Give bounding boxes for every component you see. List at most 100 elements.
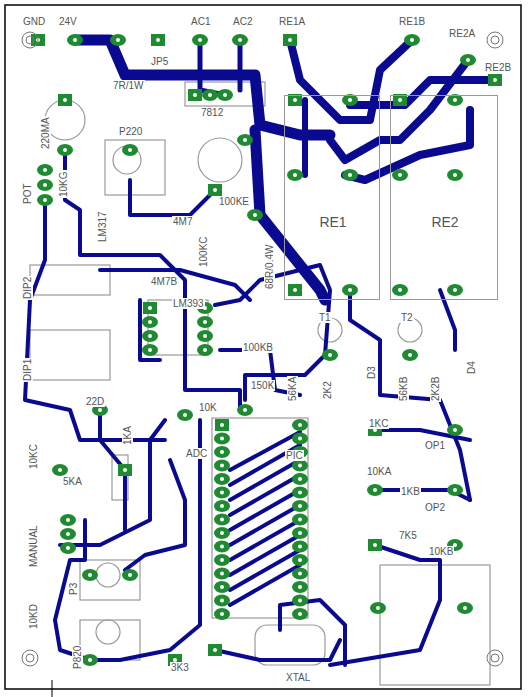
- drill-hole: [373, 543, 377, 547]
- drill-hole: [88, 658, 92, 662]
- drill-hole: [463, 606, 467, 610]
- pad: [342, 169, 358, 181]
- pad: [118, 464, 132, 476]
- drill-hole: [293, 98, 297, 102]
- silkscreen-label: 68R/0.4W: [264, 244, 275, 290]
- pad: [110, 34, 126, 46]
- pad: [143, 302, 157, 314]
- drill-hole: [183, 413, 187, 417]
- pad: [392, 169, 408, 181]
- silkscreen-label: 100KC: [198, 235, 209, 268]
- drill-hole: [220, 437, 224, 441]
- drill-hole: [398, 173, 402, 177]
- silkscreen-label: 100KB: [242, 342, 274, 353]
- drill-hole: [220, 423, 224, 427]
- drill-hole: [348, 288, 352, 292]
- drill-hole: [298, 545, 302, 549]
- drill-hole: [220, 518, 224, 522]
- drill-hole: [298, 585, 302, 589]
- silkscreen-label: JP5: [150, 56, 169, 67]
- silkscreen-label: 10KC: [28, 443, 39, 470]
- drill-hole: [398, 288, 402, 292]
- pad: [208, 184, 222, 196]
- pad: [82, 654, 98, 666]
- drill-hole: [148, 334, 152, 338]
- silkscreen-label: RE1B: [398, 16, 426, 27]
- pad: [217, 89, 233, 101]
- pad: [370, 602, 386, 614]
- pad: [247, 209, 263, 221]
- drill-hole: [148, 306, 152, 310]
- drill-hole: [203, 320, 207, 324]
- silkscreen-label: LM393: [172, 298, 205, 309]
- silkscreen-label: 56KA: [287, 376, 298, 402]
- drill-hole: [410, 38, 414, 42]
- pad: [67, 34, 83, 46]
- silkscreen-label: LM317: [97, 210, 108, 243]
- drill-hole: [220, 491, 224, 495]
- pad: [57, 144, 73, 156]
- pad: [192, 34, 208, 46]
- pad: [37, 164, 53, 176]
- silkscreen-label: D3: [366, 365, 377, 380]
- silkscreen-label: 100KE: [218, 196, 250, 207]
- drill-hole: [220, 450, 224, 454]
- silkscreen-label: POT: [22, 182, 33, 205]
- pad: [214, 500, 230, 512]
- pad: [447, 424, 463, 436]
- drill-hole: [203, 334, 207, 338]
- pad: [197, 344, 213, 356]
- silkscreen-label: 2K2B: [430, 376, 441, 402]
- silkscreen-label: 10KB: [428, 546, 454, 557]
- pad: [142, 330, 158, 342]
- drill-hole: [238, 38, 242, 42]
- pad: [237, 134, 253, 146]
- pad: [292, 595, 308, 607]
- drill-hole: [220, 464, 224, 468]
- drill-hole: [398, 98, 402, 102]
- pad: [214, 473, 230, 485]
- drill-hole: [63, 148, 67, 152]
- drill-hole: [293, 288, 297, 292]
- drill-hole: [220, 558, 224, 562]
- silkscreen-label: 2K2: [322, 380, 333, 400]
- silkscreen-label: RE1A: [278, 16, 306, 27]
- drill-hole: [298, 572, 302, 576]
- drill-hole: [73, 38, 77, 42]
- pad: [214, 541, 230, 553]
- silkscreen-label: 10K: [198, 402, 218, 413]
- pad: [292, 433, 308, 445]
- pad: [292, 554, 308, 566]
- drill-hole: [298, 437, 302, 441]
- pad: [292, 487, 308, 499]
- pad: [197, 330, 213, 342]
- pad: [488, 74, 502, 86]
- mounting-holes: [22, 32, 503, 666]
- silkscreen-label: 1KC: [368, 418, 389, 429]
- board-outline: [5, 5, 521, 689]
- pad: [214, 446, 230, 458]
- silkscreen-label: 3K3: [170, 662, 190, 673]
- silkscreen-label: PIC: [285, 450, 304, 461]
- silkscreen-label: 7812: [200, 107, 224, 118]
- pad: [37, 179, 53, 191]
- drill-hole: [293, 173, 297, 177]
- pad: [142, 316, 158, 328]
- silkscreen-label: OP2: [424, 502, 446, 513]
- pad: [292, 541, 308, 553]
- pad: [214, 487, 230, 499]
- drill-hole: [466, 58, 470, 62]
- drill-hole: [43, 183, 47, 187]
- copper-traces: [25, 40, 495, 665]
- silkscreen-label: OP1: [424, 440, 446, 451]
- drill-hole: [220, 545, 224, 549]
- pad: [214, 595, 230, 607]
- silkscreen-label: P3: [68, 582, 79, 596]
- drill-hole: [298, 612, 302, 616]
- pad: [60, 514, 76, 526]
- relay-name: RE1: [317, 214, 348, 230]
- pad: [322, 349, 338, 361]
- pad: [58, 94, 72, 106]
- silkscreen-label: RE2B: [484, 62, 512, 73]
- drill-hole: [208, 93, 212, 97]
